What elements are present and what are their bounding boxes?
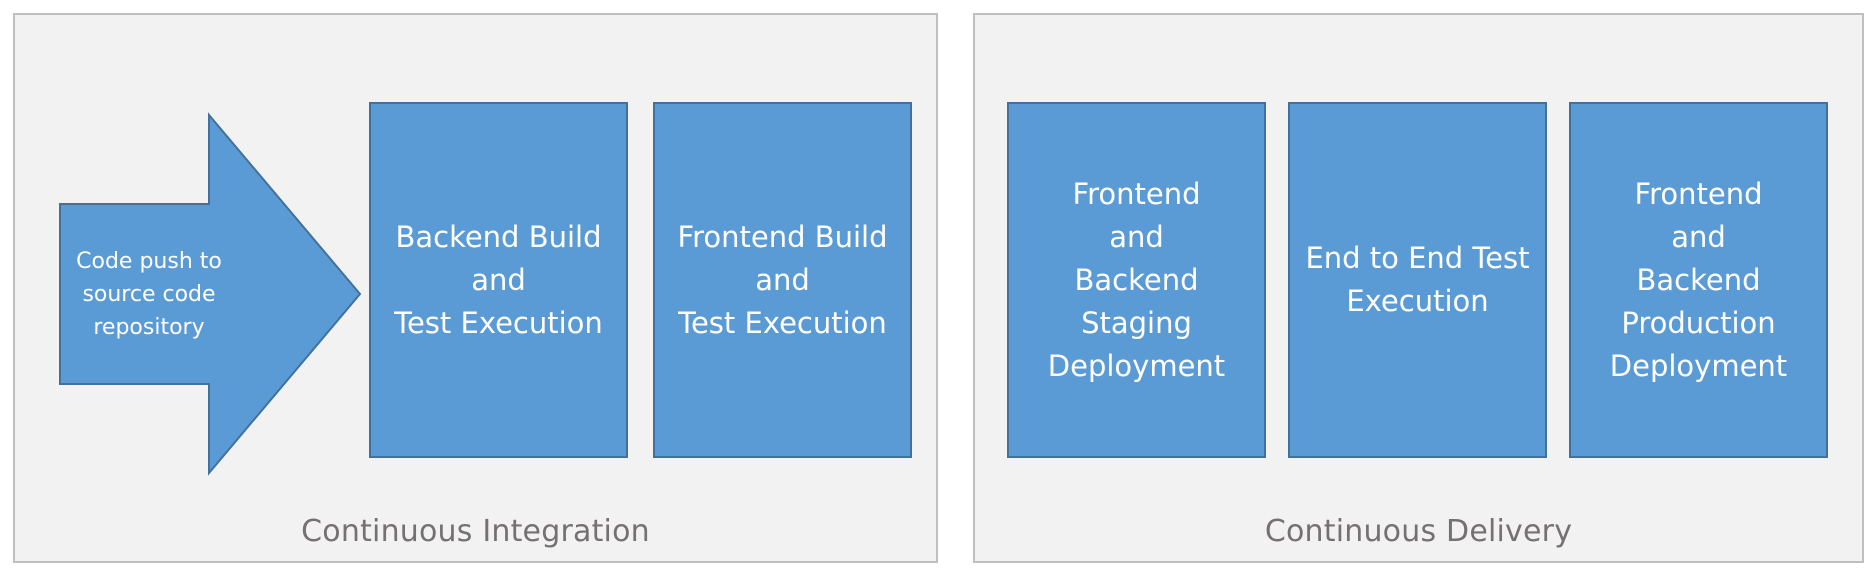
code-push-line-1: Code push to [76,248,222,274]
stage-line: Test Execution [678,305,887,340]
stage-line: Backend [1074,262,1199,297]
frontend-build-stage: Frontend Build and Test Execution [653,102,912,458]
stage-line: and [471,262,526,297]
stage-line: Backend Build [395,219,602,254]
continuous-integration-label: Continuous Integration [301,514,650,549]
stage-line: Frontend [1634,176,1763,211]
continuous-delivery-label: Continuous Delivery [1264,514,1573,549]
stage-line: End to End Test [1305,241,1530,275]
stage-line: Frontend Build [677,219,888,254]
stage-line: Frontend [1072,176,1201,211]
production-deployment-stage: Frontend and Backend Production Deployme… [1569,102,1828,458]
stage-line: and [1109,219,1164,254]
code-push-label: Code push to source code repository [70,242,228,346]
stage-line: Staging [1081,305,1192,340]
stage-line: Deployment [1609,348,1788,383]
stage-line: and [755,262,810,297]
right-arrow-icon [59,112,362,476]
continuous-delivery-panel: Frontend and Backend Staging Deployment … [973,13,1864,563]
stage-line: Test Execution [394,305,603,340]
stage-line: Production [1621,305,1776,340]
stage-line: and [1671,219,1726,254]
code-push-line-3: repository [93,314,205,340]
stage-line: Execution [1346,284,1489,318]
e2e-test-stage: End to End Test Execution [1288,102,1547,458]
continuous-integration-panel: Code push to source code repository Back… [13,13,938,563]
staging-deployment-stage: Frontend and Backend Staging Deployment [1007,102,1266,458]
stage-line: Backend [1636,262,1761,297]
stage-line: Deployment [1047,348,1226,383]
code-push-arrow: Code push to source code repository [59,112,362,476]
code-push-line-2: source code [82,281,216,307]
backend-build-stage: Backend Build and Test Execution [369,102,628,458]
